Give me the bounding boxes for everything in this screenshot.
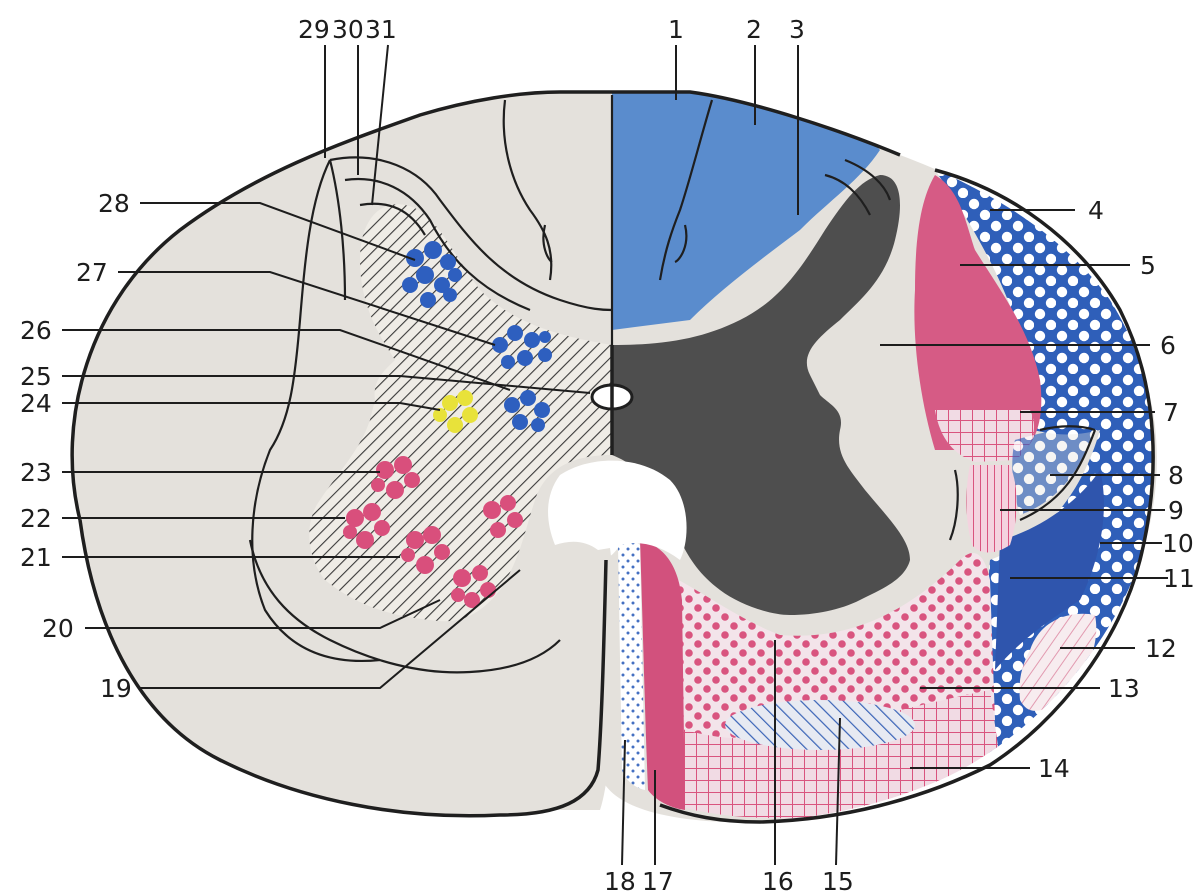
label-16: 16 bbox=[762, 867, 794, 892]
label-10: 10 bbox=[1162, 529, 1194, 558]
label-19: 19 bbox=[100, 674, 132, 703]
label-28: 28 bbox=[98, 189, 130, 218]
label-21: 21 bbox=[20, 543, 52, 572]
pink-vertical-area-9 bbox=[966, 465, 1016, 553]
label-22: 22 bbox=[20, 504, 52, 533]
label-5: 5 bbox=[1140, 251, 1156, 280]
label-20: 20 bbox=[42, 614, 74, 643]
label-23: 23 bbox=[20, 458, 52, 487]
label-31: 31 bbox=[365, 15, 397, 44]
label-12: 12 bbox=[1145, 634, 1177, 663]
label-7: 7 bbox=[1163, 398, 1179, 427]
label-30: 30 bbox=[332, 15, 364, 44]
label-6: 6 bbox=[1160, 331, 1176, 360]
blue-hatched-oval bbox=[725, 700, 915, 750]
label-24: 24 bbox=[20, 389, 52, 418]
label-27: 27 bbox=[76, 258, 108, 287]
label-8: 8 bbox=[1168, 461, 1184, 490]
label-2: 2 bbox=[746, 15, 762, 44]
label-13: 13 bbox=[1108, 674, 1140, 703]
label-15: 15 bbox=[822, 867, 854, 892]
label-1: 1 bbox=[668, 15, 684, 44]
label-3: 3 bbox=[789, 15, 805, 44]
label-26: 26 bbox=[20, 316, 52, 345]
label-11: 11 bbox=[1163, 564, 1195, 593]
label-17: 17 bbox=[642, 867, 674, 892]
label-29: 29 bbox=[298, 15, 330, 44]
label-25: 25 bbox=[20, 362, 52, 391]
label-18: 18 bbox=[604, 867, 636, 892]
label-4: 4 bbox=[1088, 196, 1104, 225]
label-14: 14 bbox=[1038, 754, 1070, 783]
label-9: 9 bbox=[1168, 496, 1184, 525]
